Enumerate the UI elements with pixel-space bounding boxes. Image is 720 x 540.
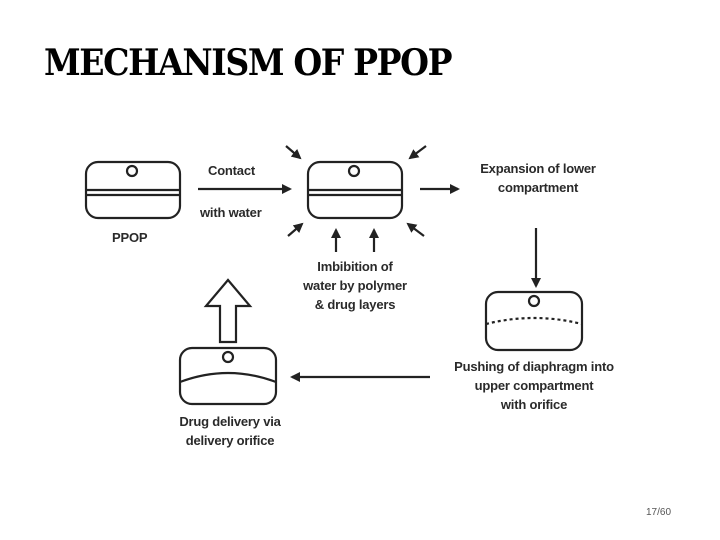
- label-imbibition: Imbibition of water by polymer & drug la…: [303, 259, 407, 312]
- page-number: 17/60: [646, 507, 672, 518]
- label-contact: Contact: [208, 163, 255, 178]
- label-pushing: Pushing of diaphragm into upper compartm…: [454, 359, 614, 412]
- label-expansion: Expansion of lower compartment: [480, 161, 596, 195]
- ppop-device-expanded: [484, 290, 584, 352]
- label-ppop: PPOP: [112, 230, 148, 245]
- label-with-water: with water: [200, 205, 262, 220]
- ppop-device-in-water: [306, 160, 404, 220]
- page-title: MECHANISM OF PPOP: [44, 42, 453, 84]
- ppop-device-delivering: [178, 346, 278, 406]
- ppop-device-initial: [84, 160, 182, 220]
- water-arrow-top-right: [408, 145, 427, 160]
- delivery-up-arrow: [203, 278, 253, 344]
- water-arrow-bottom-right: [406, 222, 425, 237]
- water-arrow-bottom-left: [287, 222, 304, 237]
- label-drug-delivery: Drug delivery via delivery orifice: [179, 414, 281, 448]
- water-arrow-top-left: [285, 145, 302, 160]
